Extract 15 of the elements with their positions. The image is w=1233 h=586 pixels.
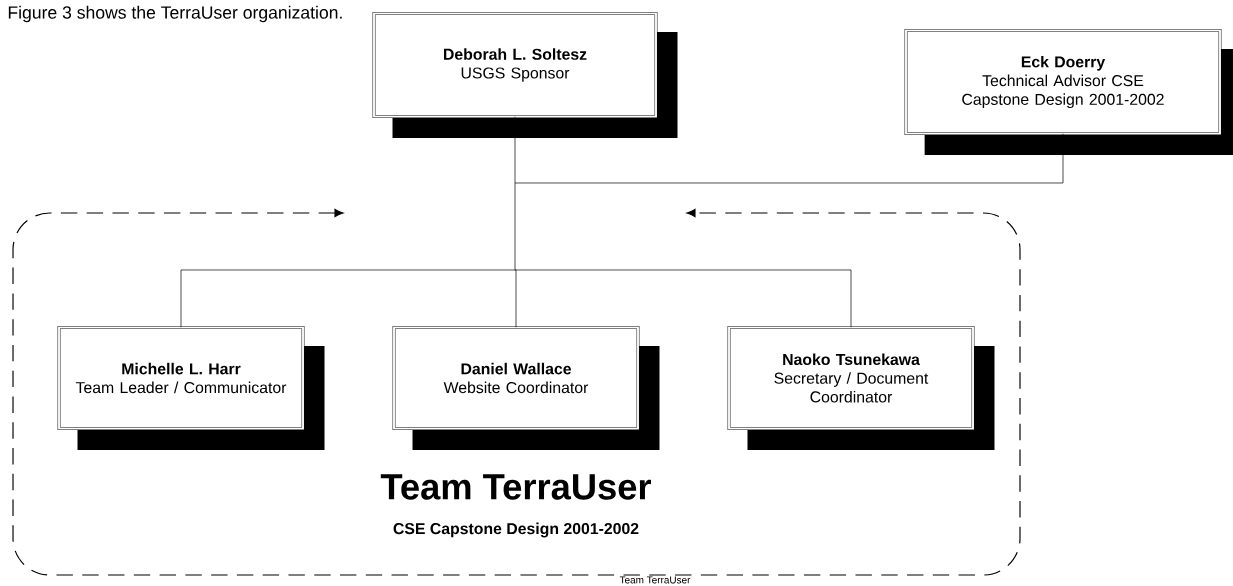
connector-line <box>514 116 516 184</box>
connector-line <box>514 269 852 328</box>
person-box: Eck Doerry Technical Advisor CSE Capstone Design 2001-2002 <box>904 29 1233 155</box>
intro-text: Figure 3 shows the TerraUser organization. <box>8 5 342 23</box>
connector-line <box>514 182 516 271</box>
team-title: Team TerraUser <box>380 474 651 500</box>
connector-line <box>514 133 1064 184</box>
connector-line <box>514 269 517 328</box>
person-box: Daniel Wallace Website Coordinator <box>392 326 660 450</box>
team-subtitle: CSE Capstone Design 2001-2002 <box>393 522 639 538</box>
person-box: Deborah L. Soltesz USGS Sponsor <box>372 12 678 138</box>
person-box: Naoko Tsunekawa Secretary / Document Coordinator <box>727 326 995 450</box>
caption: Team TerraUser <box>619 576 691 584</box>
person-box: Michelle L. Harr Team Leader / Communicator <box>57 326 325 450</box>
connector-line <box>180 269 516 328</box>
